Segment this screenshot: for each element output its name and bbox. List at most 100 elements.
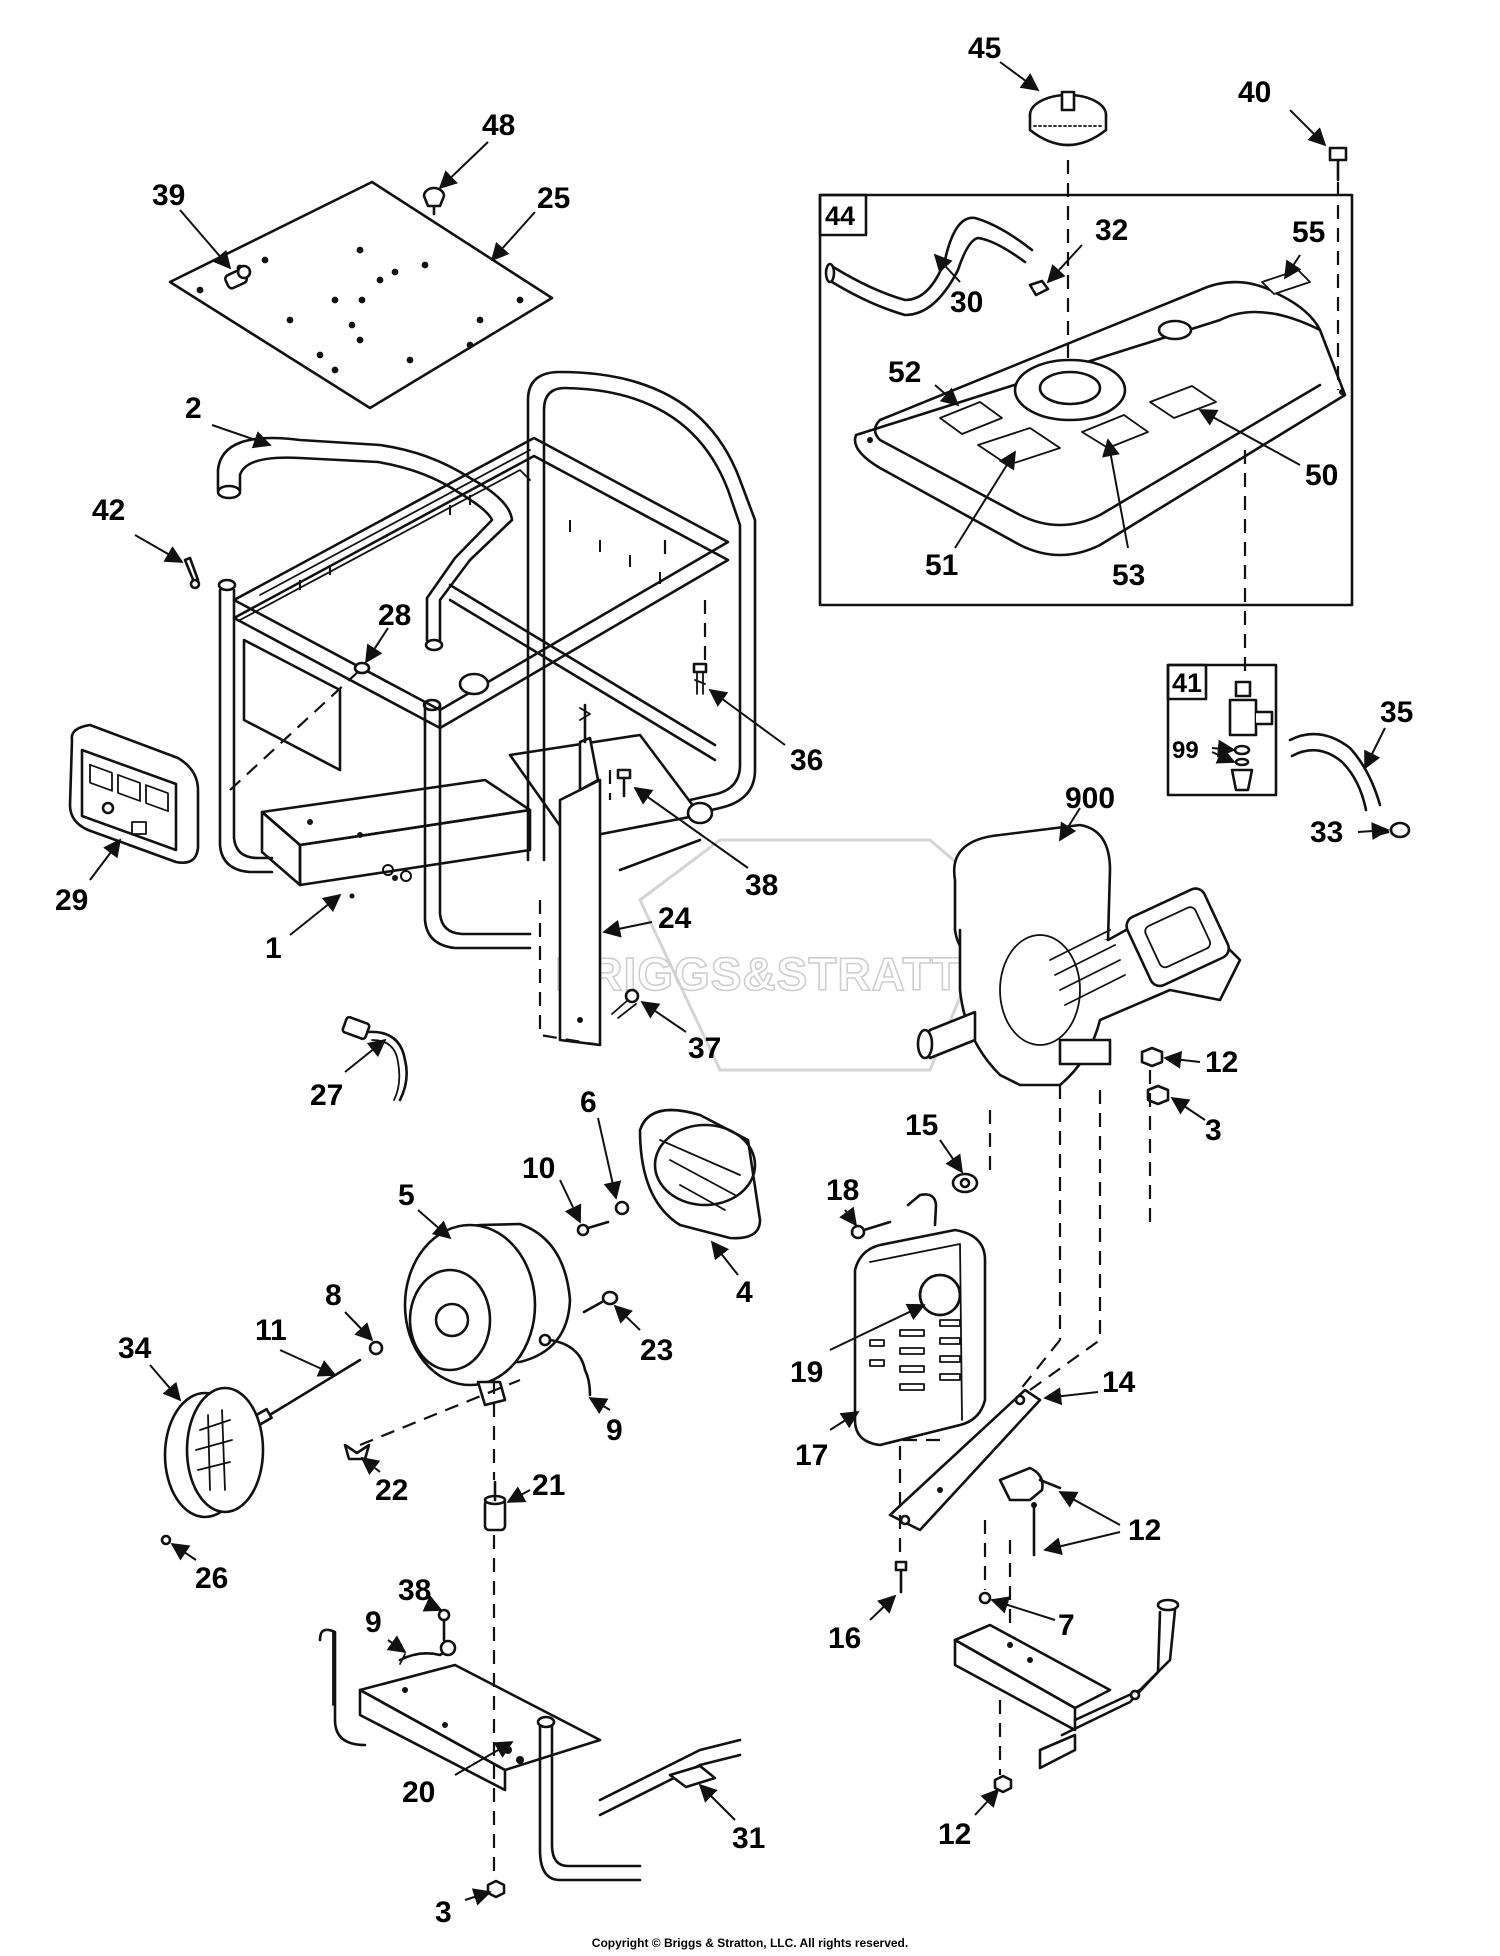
through-bolt-11[interactable] [253, 1358, 362, 1427]
callout-14[interactable]: 14 [1043, 1366, 1136, 1406]
bolt-40[interactable] [1328, 146, 1348, 182]
bracket-24[interactable] [558, 703, 602, 1047]
callout-31[interactable]: 31 [698, 1783, 765, 1855]
callout-5[interactable]: 5 [398, 1179, 452, 1240]
callout-29[interactable]: 29 [55, 838, 122, 917]
callout-12-bottom[interactable]: 12 [938, 1788, 1000, 1851]
vent-fitting-32[interactable] [1028, 279, 1050, 297]
callout-2[interactable]: 2 [185, 392, 272, 449]
callout-900[interactable]: 900 [1059, 782, 1115, 842]
callout-19[interactable]: 19 [790, 1303, 926, 1389]
washer-6[interactable] [614, 1200, 630, 1216]
wire-harness-27[interactable] [341, 1015, 408, 1102]
screw-10[interactable] [576, 1220, 610, 1237]
callout-16[interactable]: 16 [828, 1594, 897, 1655]
callout-9-upper[interactable]: 9 [588, 1397, 623, 1447]
callout-24[interactable]: 24 [602, 902, 692, 938]
callout-3-engine[interactable]: 3 [1170, 1097, 1222, 1147]
bolt-37[interactable] [611, 988, 640, 1019]
ground-wire-9-lower[interactable] [398, 1639, 457, 1665]
spark-arrestor-screen-19[interactable] [918, 1273, 962, 1317]
callout-27[interactable]: 27 [310, 1038, 387, 1112]
washer-8[interactable] [368, 1340, 384, 1356]
cradle-right[interactable] [953, 1598, 1180, 1770]
pin-42[interactable] [183, 556, 201, 590]
callout-6[interactable]: 6 [580, 1086, 622, 1200]
panel-plate-25[interactable] [168, 180, 554, 410]
callout-17[interactable]: 17 [795, 1411, 860, 1472]
callout-10[interactable]: 10 [522, 1152, 582, 1224]
screw-26[interactable] [160, 1534, 172, 1546]
bolt-18[interactable] [850, 1220, 892, 1240]
wing-nut-22[interactable] [343, 1443, 371, 1461]
callout-55[interactable]: 55 [1284, 216, 1325, 280]
muffler-bracket-14[interactable] [888, 1388, 1042, 1532]
fuel-cap-45[interactable] [1028, 90, 1108, 147]
handle-2[interactable] [216, 436, 514, 652]
bolt-38-lower[interactable] [437, 1608, 451, 1642]
end-cover-34[interactable] [163, 1386, 265, 1519]
vent-hose-30[interactable] [824, 216, 1034, 317]
nut-3-engine[interactable] [1146, 1084, 1170, 1106]
callout-11[interactable]: 11 [255, 1314, 337, 1377]
callout-42[interactable]: 42 [92, 494, 184, 563]
callout-38-upper[interactable]: 38 [633, 786, 778, 902]
callout-25[interactable]: 25 [490, 182, 570, 262]
callout-23[interactable]: 23 [613, 1304, 673, 1367]
cradle-20[interactable] [318, 1628, 742, 1882]
callout-22[interactable]: 22 [360, 1456, 408, 1507]
bolt-38-upper[interactable] [616, 768, 632, 798]
callout-20[interactable]: 20 [402, 1741, 514, 1809]
callout-38-lower[interactable]: 38 [398, 1574, 443, 1612]
callout-35[interactable]: 35 [1364, 696, 1413, 770]
clip-48[interactable] [422, 186, 446, 216]
fan-housing-4[interactable] [638, 1108, 762, 1240]
grommet-28[interactable] [353, 661, 371, 675]
callout-39[interactable]: 39 [152, 179, 232, 270]
washer-7[interactable] [978, 1591, 992, 1605]
callout-32[interactable]: 32 [1046, 214, 1128, 284]
frame-1[interactable] [217, 370, 757, 950]
callout-48[interactable]: 48 [438, 109, 515, 190]
callout-1[interactable]: 1 [265, 893, 342, 965]
callout-15[interactable]: 15 [905, 1109, 964, 1174]
callout-30[interactable]: 30 [933, 253, 983, 319]
fuel-tank[interactable] [853, 280, 1347, 557]
isolator-21[interactable] [483, 1480, 507, 1532]
callout-51[interactable]: 51 [925, 450, 1016, 582]
bolt-23[interactable] [582, 1290, 619, 1314]
nut-12-bottom[interactable] [993, 1774, 1013, 1794]
callout-3-bottom[interactable]: 3 [435, 1888, 492, 1929]
engine-900[interactable] [916, 823, 1242, 1087]
muffler-17[interactable] [853, 1193, 987, 1447]
cable-clamp-39[interactable] [223, 264, 252, 290]
bolt-16[interactable] [894, 1560, 908, 1594]
alternator-5[interactable] [403, 1222, 572, 1407]
foot-31[interactable] [668, 1764, 717, 1789]
bolt-36[interactable] [692, 662, 708, 695]
callout-7[interactable]: 7 [990, 1596, 1075, 1642]
callout-36[interactable]: 36 [708, 688, 823, 777]
callout-12-engine[interactable]: 12 [1163, 1046, 1238, 1079]
control-panel-29[interactable] [68, 723, 200, 864]
callout-50[interactable]: 50 [1198, 409, 1338, 492]
callout-18[interactable]: 18 [826, 1174, 859, 1227]
callout-33[interactable]: 33 [1310, 816, 1390, 849]
callout-52[interactable]: 52 [888, 356, 960, 407]
callout-28[interactable]: 28 [365, 599, 411, 664]
callout-26[interactable]: 26 [170, 1543, 228, 1595]
ground-wire-9-upper[interactable] [538, 1333, 592, 1397]
gasket-15[interactable] [951, 1172, 979, 1194]
decal-55[interactable] [1261, 269, 1311, 295]
callout-9-lower[interactable]: 9 [365, 1606, 407, 1654]
callout-99[interactable]: 99 [1172, 737, 1236, 764]
callout-40[interactable]: 40 [1238, 76, 1327, 147]
callout-4[interactable]: 4 [710, 1240, 753, 1309]
callout-21[interactable]: 21 [506, 1469, 565, 1503]
callout-53[interactable]: 53 [1102, 438, 1145, 592]
callout-37[interactable]: 37 [640, 1000, 721, 1065]
callout-8[interactable]: 8 [325, 1279, 374, 1342]
callout-45[interactable]: 45 [968, 32, 1040, 92]
fuel-valve-41[interactable] [1228, 680, 1274, 792]
callout-34[interactable]: 34 [118, 1332, 182, 1402]
